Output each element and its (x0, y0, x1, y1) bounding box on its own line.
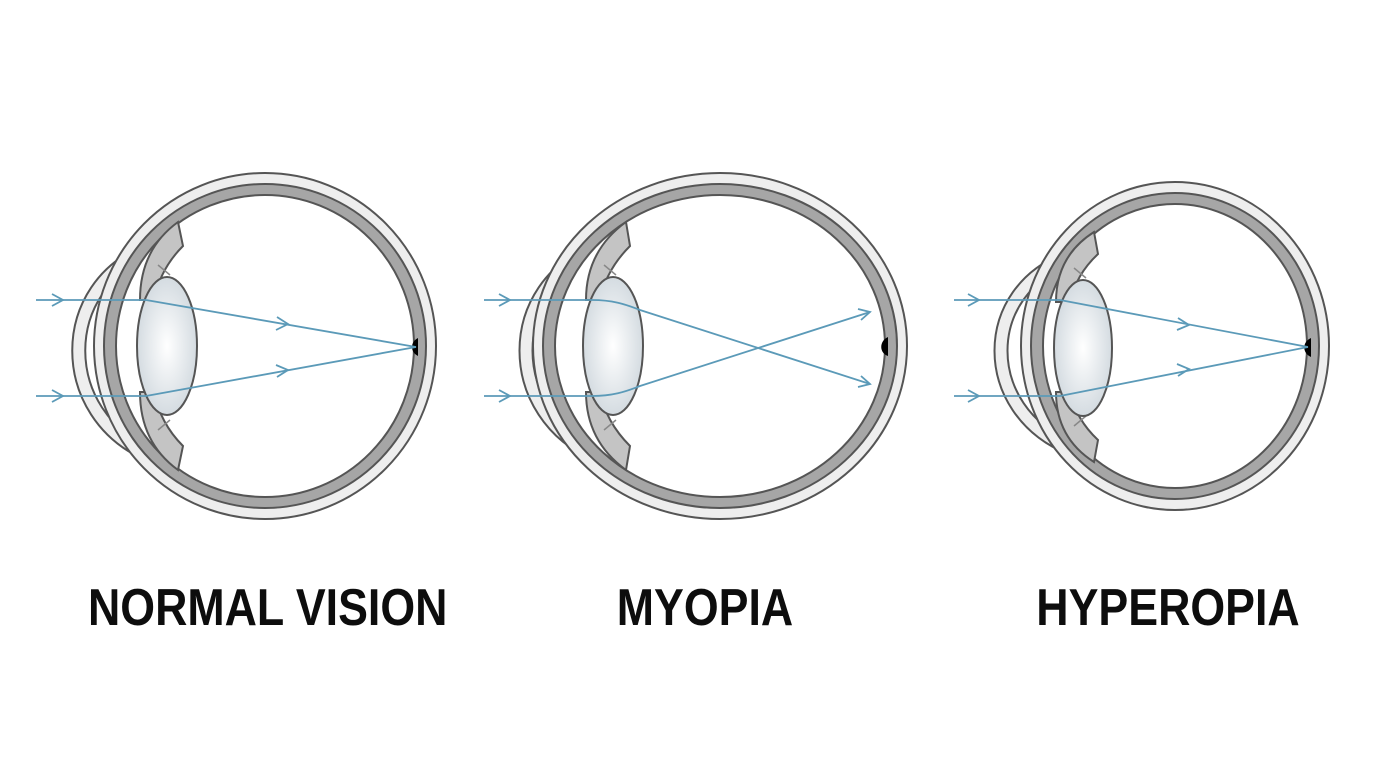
ray-refracted-top (145, 299, 417, 348)
ray-refracted-top (1059, 299, 1309, 348)
arrow-head (1176, 363, 1191, 377)
iris-bottom (138, 391, 185, 472)
eye-normal-vision (36, 172, 437, 520)
ray-refracted-top (591, 299, 871, 385)
eye-myopia (484, 172, 908, 520)
ray-refracted-bottom (145, 346, 417, 397)
iris-bottom (584, 391, 632, 472)
label-normal-vision: NORMAL VISION (88, 579, 448, 637)
zonule (157, 419, 171, 431)
arrow-head (967, 389, 981, 403)
ray-refracted-bottom (591, 311, 871, 397)
arrow-head (275, 364, 290, 378)
arrow-head (498, 293, 512, 307)
retina-spot (881, 337, 888, 356)
arrow-head (51, 389, 65, 403)
arrow-head (51, 293, 65, 307)
iris-bottom (1054, 391, 1100, 464)
zonule (603, 419, 617, 431)
lens (582, 276, 644, 416)
iris-top (1054, 230, 1100, 303)
lens (136, 276, 198, 416)
arrow-head (1176, 317, 1191, 331)
arrow-head (967, 293, 981, 307)
zonule (157, 264, 171, 276)
zonule (1073, 415, 1087, 427)
arrow-head (498, 389, 512, 403)
eye-hyperopia (954, 181, 1330, 511)
label-hyperopia: HYPEROPIA (1036, 579, 1300, 637)
arrow-head (275, 316, 290, 331)
arrow-head (857, 375, 872, 388)
zonule (603, 264, 617, 276)
label-myopia: MYOPIA (616, 579, 794, 637)
zonule (1073, 267, 1087, 279)
arrow-head (857, 308, 872, 321)
lens (1053, 279, 1113, 417)
